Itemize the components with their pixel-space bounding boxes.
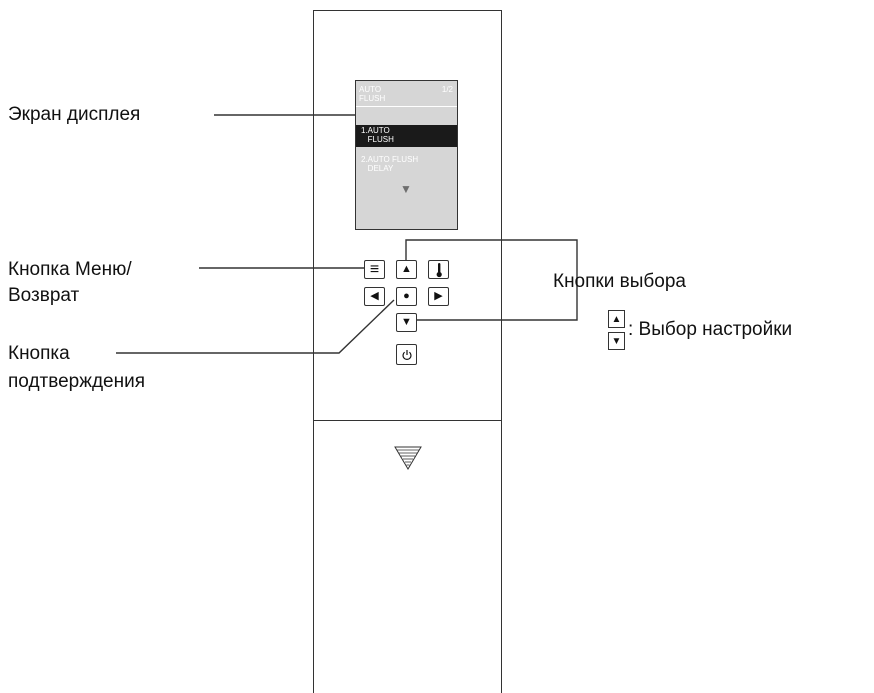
confirm-label-line2: подтверждения: [8, 371, 145, 392]
select-down-button[interactable]: ▼: [396, 313, 417, 332]
menu-icon: ≡: [369, 260, 380, 278]
power-button[interactable]: [396, 344, 417, 365]
remote-controller: [313, 10, 502, 693]
up-arrow-icon: ▲: [401, 263, 412, 275]
select-up-button[interactable]: ▲: [396, 260, 417, 279]
left-arrow-icon: ◀: [370, 290, 379, 302]
screen-title: AUTO FLUSH: [359, 85, 386, 103]
legend-up-icon: ▲: [608, 310, 625, 328]
select-setting-label: : Выбор настройки: [628, 319, 793, 340]
power-icon: [401, 349, 412, 360]
dot-icon: ●: [403, 290, 410, 302]
legend-down-icon: ▼: [608, 332, 625, 350]
display-screen: AUTO FLUSH 1/2 1.AUTO FLUSH 2.AUTO FLUSH…: [355, 80, 458, 230]
slide-down-icon: [394, 446, 422, 470]
temperature-button[interactable]: [428, 260, 449, 279]
thermometer-icon: [436, 262, 442, 277]
confirm-button[interactable]: ●: [396, 287, 417, 306]
right-arrow-icon: ▶: [434, 290, 443, 302]
screen-menu-item-1: 1.AUTO FLUSH: [361, 126, 394, 144]
right-button[interactable]: ▶: [428, 287, 449, 306]
confirm-label-line1: Кнопка: [8, 343, 70, 364]
remote-divider: [313, 420, 502, 421]
screen-selected-row: [356, 125, 457, 147]
scroll-down-indicator-icon: ▼: [400, 182, 412, 196]
left-button[interactable]: ◀: [364, 287, 385, 306]
screen-page-indicator: 1/2: [441, 85, 453, 94]
display-screen-label: Экран дисплея: [8, 104, 141, 125]
down-arrow-icon: ▼: [401, 316, 412, 328]
select-buttons-label: Кнопки выбора: [553, 271, 686, 292]
menu-return-label-line2: Возврат: [8, 285, 80, 306]
screen-menu-item-2: 2.AUTO FLUSH DELAY: [361, 155, 419, 173]
screen-separator: [356, 106, 457, 107]
menu-return-label-line1: Кнопка Меню/: [8, 259, 132, 280]
menu-return-button[interactable]: ≡: [364, 260, 385, 279]
